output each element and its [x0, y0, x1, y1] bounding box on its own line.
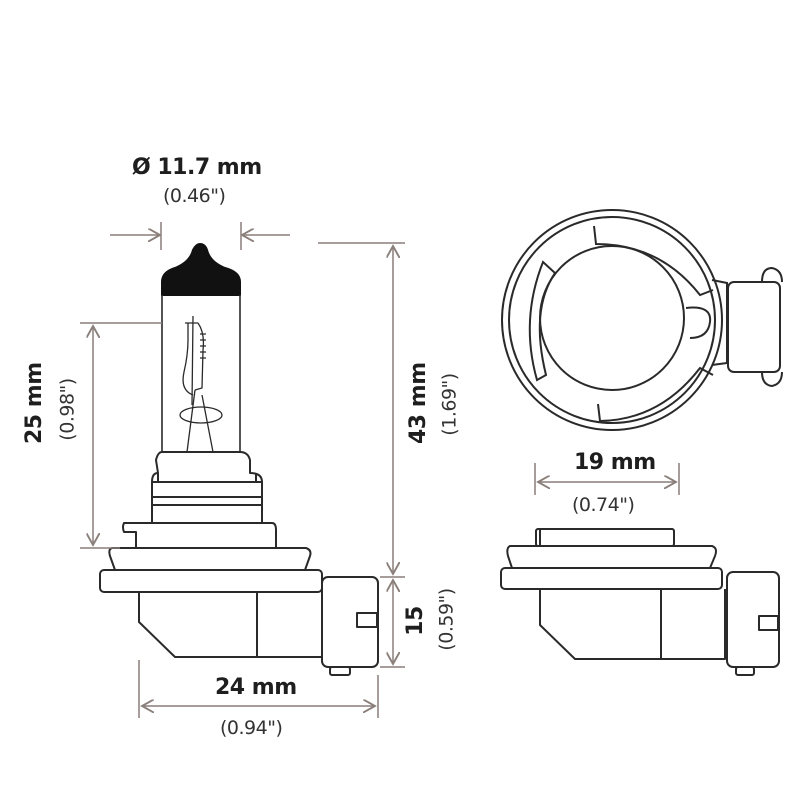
bulb-tip-icon: [161, 243, 241, 296]
diameter-metric-label: Ø 11.7 mm: [132, 155, 262, 180]
glass-height-imperial-label: (0.98"): [56, 378, 79, 441]
base-height-imperial-label: (0.59"): [435, 588, 458, 651]
flange-width-metric-label: 19 mm: [574, 450, 656, 475]
base-side-view: [500, 528, 780, 676]
diameter-imperial-label: (0.46"): [163, 185, 226, 207]
base-width-metric-label: 24 mm: [215, 675, 297, 700]
dimension-lines: [80, 222, 680, 718]
glass-height-metric-label: 25 mm: [22, 362, 47, 444]
side-view-bulb: [99, 243, 379, 676]
base-height-metric-label: 15: [403, 606, 428, 636]
overall-height-imperial-label: (1.69"): [438, 373, 461, 436]
top-view-base: [501, 209, 783, 431]
overall-height-metric-label: 43 mm: [406, 362, 431, 444]
flange-width-imperial-label: (0.74"): [572, 494, 635, 516]
base-width-imperial-label: (0.94"): [220, 717, 283, 739]
